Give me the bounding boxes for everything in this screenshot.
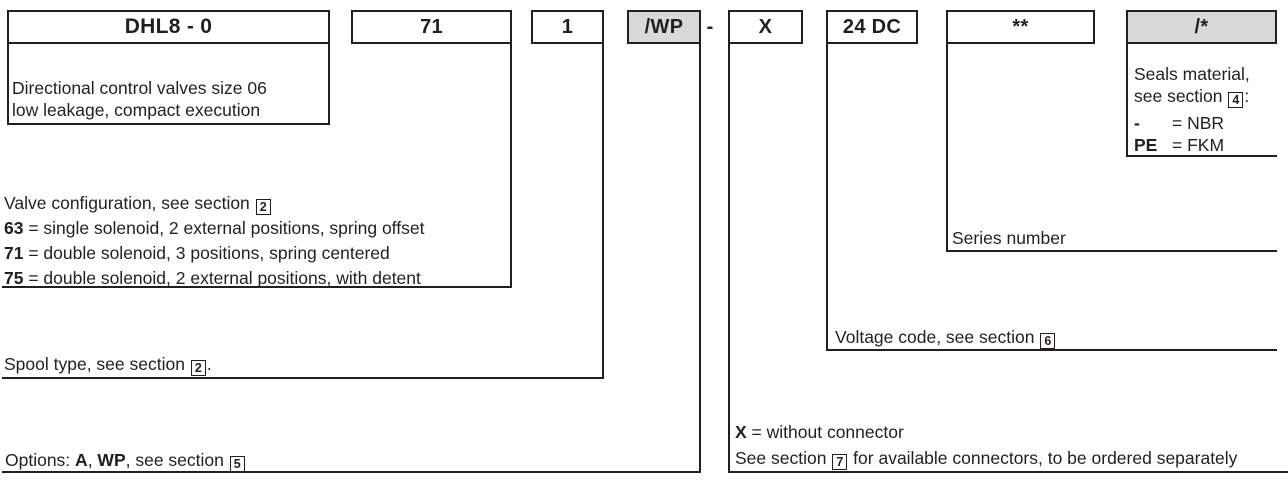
options-box: /WP [627,10,701,44]
valve-config-code-63: 63 [4,218,24,238]
separator-dash: - [706,15,714,38]
options-rule [2,471,701,473]
seals-code-dash: - [1134,113,1140,133]
options-separator: , [87,450,98,470]
valve-config-desc-71: = double solenoid, 3 positions, spring c… [23,243,390,263]
valve-configuration-box: 71 [351,10,512,44]
series-rule [946,250,1277,252]
seals-code-pe: PE [1134,134,1158,155]
section-ref-6-icon: 6 [1040,333,1056,349]
seals-box: /* [1126,10,1277,44]
voltage-leader-line [826,43,828,351]
connector-code-x: X [735,422,747,442]
options-leader-line [699,43,701,473]
seals-value-fkm: = FKM [1172,134,1225,155]
product-description-line2: low leakage, compact execution [12,100,261,120]
seals-value-nbr: = NBR [1172,113,1225,133]
connector-note-line1: X = without connector [735,419,1237,445]
seals-colon: : [1244,86,1250,106]
voltage-box: 24 DC [826,10,918,44]
options-code-a: A [75,450,88,470]
valve-config-desc-63: = single solenoid, 2 external positions,… [23,218,425,238]
section-ref-4-icon: 4 [1228,92,1244,108]
spool-type-note: Spool type, see section 2. [4,352,212,377]
seals-item-fkm: PE = FKM [1134,135,1277,157]
valve-config-code-75: 75 [4,268,24,288]
spool-type-text: Spool type, see section [4,354,190,374]
seals-note-box: Seals material, see section 4: - = NBR PE… [1126,44,1277,157]
connector-note: X = without connector See section 7 for … [735,419,1237,471]
voltage-rule [826,349,1277,351]
valve-configuration-leader-line [510,43,512,288]
series-leader-line [946,43,948,252]
product-description-box: Directional control valves size 06 low l… [7,44,330,125]
series-label: Series number [952,228,1066,248]
valve-configuration-title-text: Valve configuration, see section [4,193,255,213]
options-text-2: , see section [125,450,229,470]
options-code-wp: WP [97,450,126,470]
valve-configuration-item: 75 = double solenoid, 2 external positio… [4,266,424,291]
product-description-line1: Directional control valves size 06 [12,78,267,98]
connector-box: X [728,10,803,44]
valve-configuration-title: Valve configuration, see section 2 [4,191,424,216]
connector-rule [728,471,1288,473]
section-ref-2-icon: 2 [255,199,271,215]
series-box: ** [946,10,1095,44]
options-text: Options: [5,450,76,470]
connector-desc: = without connector [746,422,904,442]
valve-config-code-71: 71 [4,243,24,263]
options-note: Options: A, WP, see section 5 [5,448,246,473]
voltage-text: Voltage code, see section [835,327,1040,347]
seals-item-nbr: - = NBR [1134,113,1277,135]
seals-codes: - = NBR PE = FKM [1134,113,1277,156]
valve-config-desc-75: = double solenoid, 2 external positions,… [23,268,421,288]
series-note: Series number [952,226,1066,251]
voltage-note: Voltage code, see section 6 [835,325,1056,350]
valve-configuration-note: Valve configuration, see section 2 63 = … [4,191,424,291]
seals-line2: see section 4: [1134,85,1277,108]
connector-see-section: See section [735,448,832,468]
spool-type-box: 1 [531,10,604,44]
section-ref-5-icon: 5 [229,456,245,472]
spool-type-leader-line [602,43,604,379]
section-ref-2-icon: 2 [190,360,206,376]
model-family-box: DHL8 - 0 [7,10,330,44]
section-ref-7-icon: 7 [832,454,848,470]
connector-note-line2: See section 7 for available connectors, … [735,445,1237,471]
valve-configuration-item: 63 = single solenoid, 2 external positio… [4,216,424,241]
connector-leader-line [728,43,730,473]
connector-see-section-suffix: for available connectors, to be ordered … [848,448,1238,468]
valve-configuration-item: 71 = double solenoid, 3 positions, sprin… [4,241,424,266]
seals-line1: Seals material, [1134,64,1250,84]
spool-type-suffix: . [206,354,212,374]
seals-see-section: see section [1134,86,1228,106]
spool-type-rule [2,377,604,379]
valve-configuration-rule [2,286,512,288]
